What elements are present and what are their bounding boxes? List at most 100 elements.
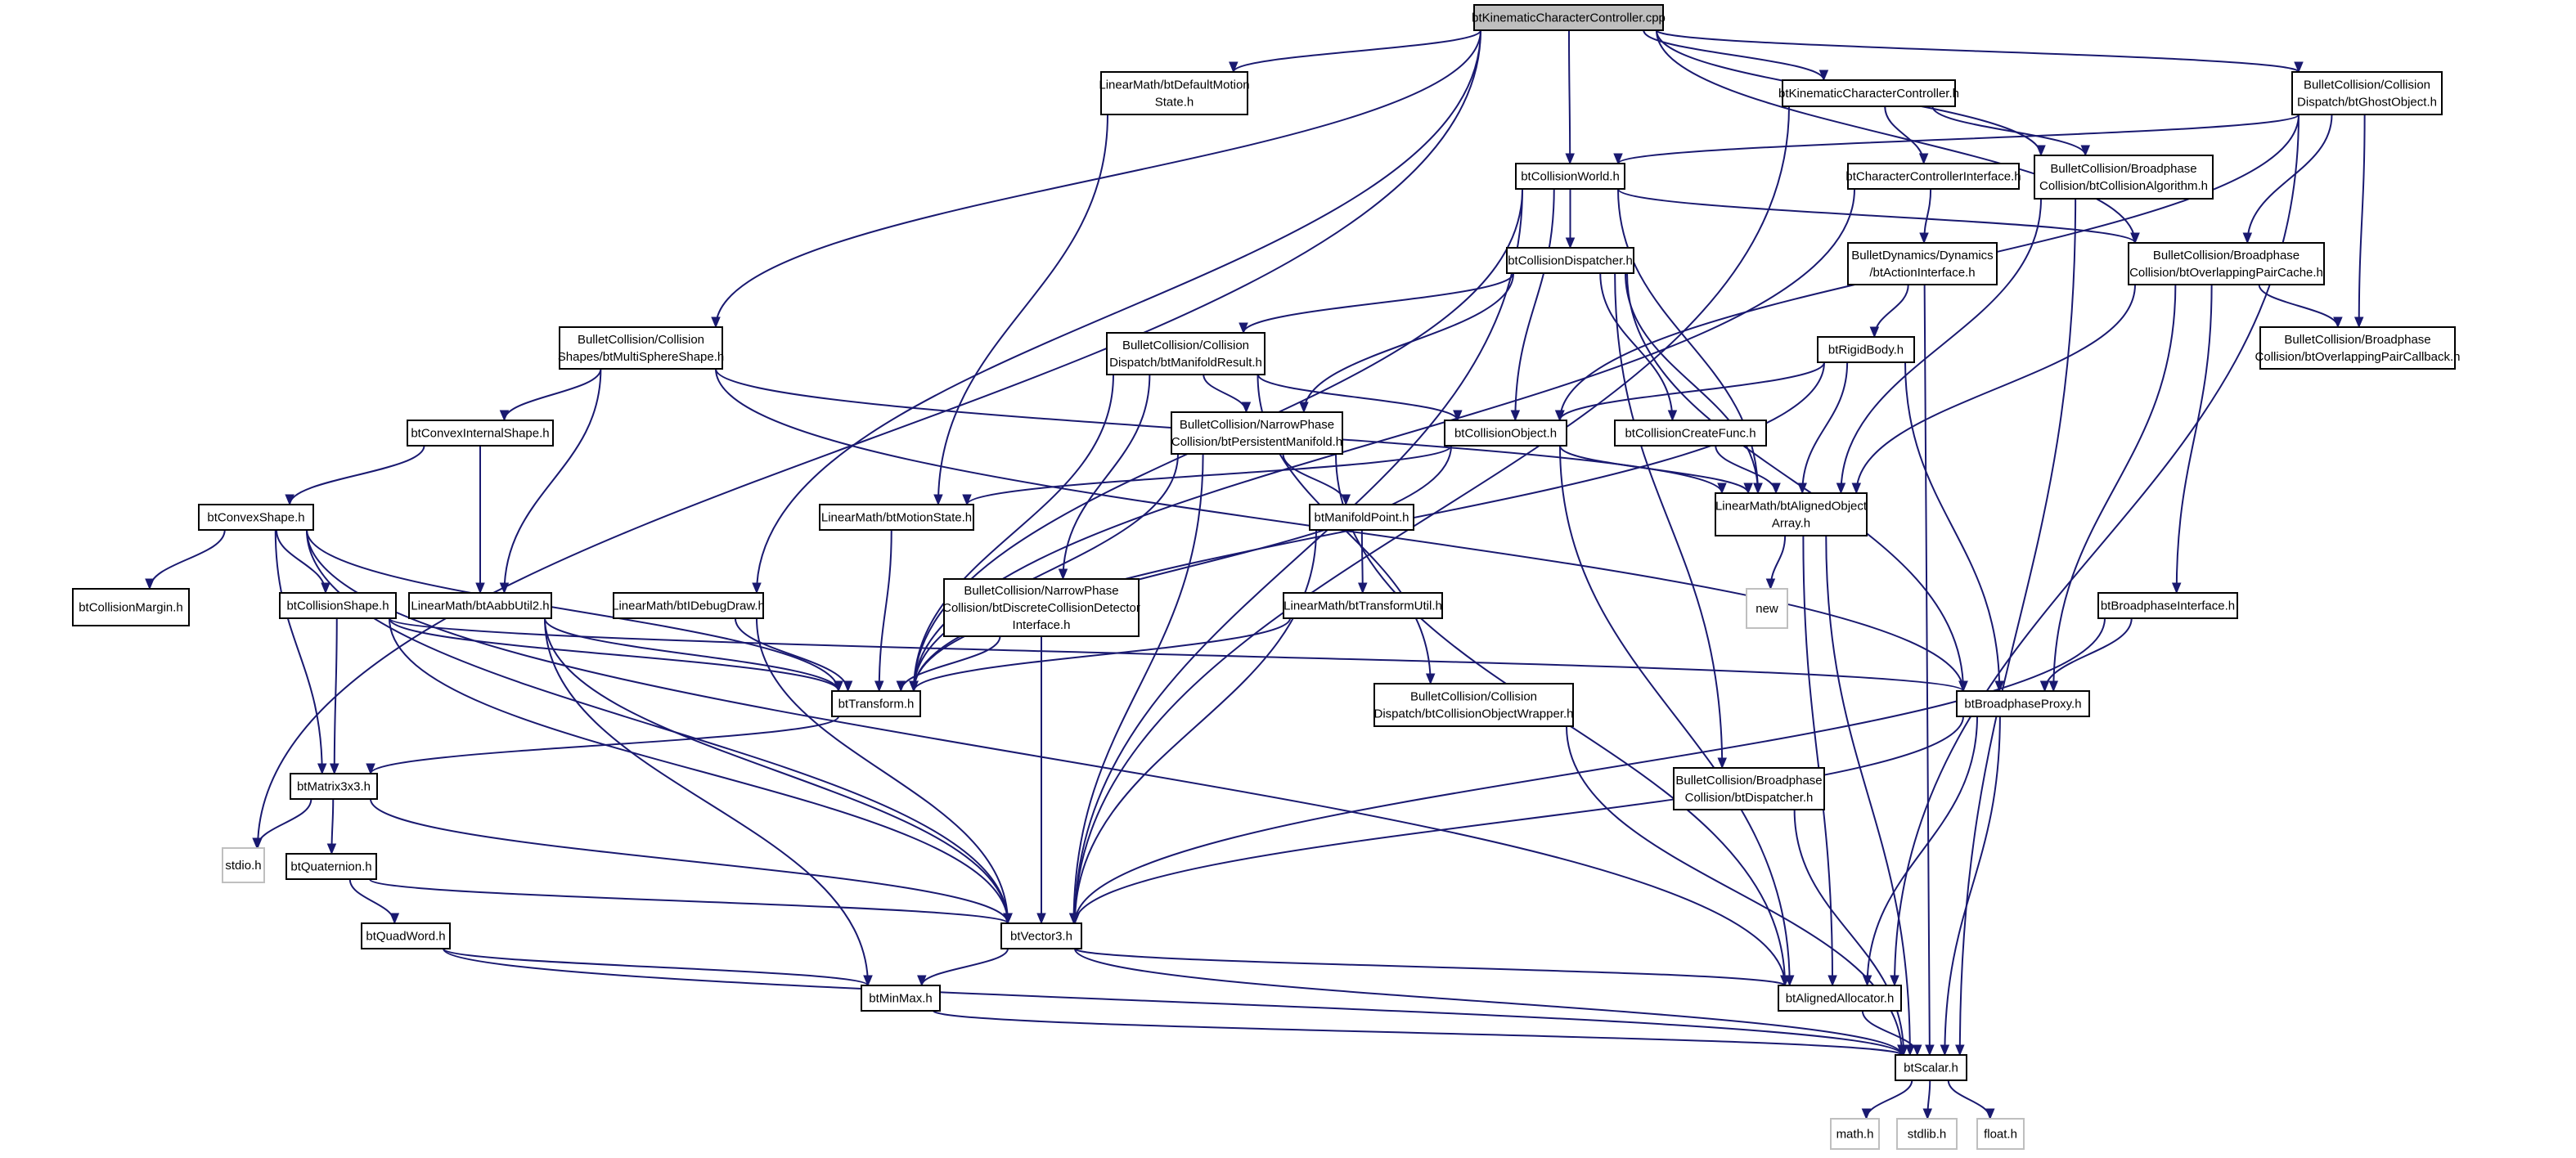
- node-label-colobj-line-0: btCollisionObject.h: [1454, 427, 1557, 441]
- node-manres[interactable]: BulletCollision/CollisionDispatch/btMani…: [1106, 332, 1266, 375]
- arrowhead-idebug-to-transform: [843, 680, 853, 693]
- node-colworld[interactable]: btCollisionWorld.h: [1515, 163, 1625, 190]
- node-idebug[interactable]: LinearMath/btIDebugDraw.h: [612, 592, 765, 619]
- node-box-stdio: [222, 847, 265, 883]
- arrowhead-motionstate-to-transform: [874, 680, 884, 693]
- arrowhead-ghost-to-opcb: [2353, 316, 2364, 329]
- node-rigid[interactable]: btRigidBody.h: [1817, 336, 1915, 363]
- edge-coldisp-to-persman: [1302, 272, 1514, 413]
- node-bpif[interactable]: btBroadphaseInterface.h: [2097, 592, 2238, 619]
- edge-coldisp-to-manres: [1243, 272, 1514, 334]
- arrowhead-defmotion-to-motionstate: [933, 494, 943, 506]
- node-bpproxy[interactable]: btBroadphaseProxy.h: [1956, 690, 2090, 717]
- node-actionif[interactable]: BulletDynamics/Dynamics/btActionInterfac…: [1847, 242, 1998, 285]
- node-opc[interactable]: BulletCollision/BroadphaseCollision/btOv…: [2128, 242, 2325, 285]
- arrowhead-opc-to-bpproxy: [2048, 680, 2059, 693]
- node-manpoint[interactable]: btManifoldPoint.h: [1309, 504, 1414, 531]
- edge-dispatcher-to-scalar: [1793, 809, 1905, 1056]
- node-aabb[interactable]: LinearMath/btAabbUtil2.h: [408, 592, 552, 619]
- edge-scalar-to-float: [1947, 1079, 1991, 1120]
- arrowhead-manpoint-to-transutil: [1358, 582, 1368, 595]
- edge-colworld-to-vector3: [1074, 188, 1523, 924]
- node-opcb[interactable]: BulletCollision/BroadphaseCollision/btOv…: [2255, 326, 2461, 370]
- node-minmax[interactable]: btMinMax.h: [861, 985, 941, 1012]
- node-kinh[interactable]: btKinematicCharacterController.h: [1778, 79, 1959, 107]
- node-math[interactable]: math.h: [1830, 1118, 1880, 1150]
- node-label-bpproxy-line-0: btBroadphaseProxy.h: [1964, 698, 2081, 711]
- node-transform[interactable]: btTransform.h: [831, 690, 921, 717]
- edge-idebug-to-vector3: [756, 617, 1009, 924]
- node-colwrap[interactable]: BulletCollision/CollisionDispatch/btColl…: [1373, 683, 1574, 727]
- arrowhead-colcreate-to-aligned: [1771, 482, 1781, 495]
- node-transutil[interactable]: LinearMath/btTransformUtil.h: [1283, 592, 1443, 619]
- node-box-vector3: [1000, 922, 1082, 949]
- node-label-discrete-line-2: Interface.h: [1013, 618, 1071, 632]
- edge-convshape-to-transform: [306, 529, 839, 692]
- node-persman[interactable]: BulletCollision/NarrowPhaseCollision/btP…: [1171, 411, 1343, 455]
- node-ghost[interactable]: BulletCollision/CollisionDispatch/btGhos…: [2291, 71, 2443, 115]
- node-float[interactable]: float.h: [1976, 1118, 2025, 1150]
- node-stdlib[interactable]: stdlib.h: [1896, 1118, 1958, 1150]
- edge-opc-to-bpif: [2175, 284, 2213, 594]
- node-root[interactable]: btKinematicCharacterController.cpp: [1472, 4, 1666, 31]
- arrowhead-colworld-to-coldisp: [1565, 237, 1576, 249]
- arrowhead-bpproxy-to-alloc: [1862, 975, 1872, 987]
- node-label-margin-line-0: btCollisionMargin.h: [79, 601, 183, 615]
- node-box-manres: [1106, 332, 1266, 375]
- node-box-motionstate: [819, 504, 974, 531]
- node-label-colcreate-line-0: btCollisionCreateFunc.h: [1625, 427, 1756, 441]
- arrowhead-aligned-to-new: [1765, 578, 1776, 590]
- node-charif[interactable]: btCharacterControllerInterface.h: [1845, 163, 2021, 190]
- edge-colworld-to-colobj: [1514, 188, 1555, 421]
- node-label-scalar-line-0: btScalar.h: [1904, 1062, 1958, 1075]
- node-label-motionstate-line-0: LinearMath/btMotionState.h: [821, 511, 972, 525]
- node-label-math-line-0: math.h: [1836, 1128, 1874, 1142]
- arrowhead-aligned-to-scalar: [1905, 1044, 1915, 1057]
- node-label-colalg-line-1: Collision/btCollisionAlgorithm.h: [2039, 179, 2208, 193]
- arrowhead-coldisp-to-persman: [1299, 402, 1309, 414]
- node-label-transutil-line-0: LinearMath/btTransformUtil.h: [1284, 599, 1442, 613]
- edge-opc-to-opcb: [2258, 284, 2339, 328]
- node-label-convshape-line-0: btConvexShape.h: [207, 511, 304, 525]
- node-box-new: [1746, 588, 1788, 629]
- node-colobj[interactable]: btCollisionObject.h: [1444, 420, 1567, 447]
- node-box-margin: [72, 588, 190, 626]
- edge-vector3-to-minmax: [920, 948, 1009, 986]
- node-colshape[interactable]: btCollisionShape.h: [279, 592, 397, 619]
- node-box-transutil: [1283, 592, 1443, 619]
- node-box-defmotion: [1100, 71, 1248, 115]
- node-coldisp[interactable]: btCollisionDispatcher.h: [1506, 247, 1634, 274]
- node-colcreate[interactable]: btCollisionCreateFunc.h: [1614, 420, 1767, 447]
- edge-convshape-to-margin: [148, 529, 226, 590]
- edge-quadword-to-scalar: [443, 948, 1903, 1056]
- edge-vector3-to-alloc: [1074, 948, 1786, 986]
- node-stdio[interactable]: stdio.h: [222, 847, 265, 883]
- node-label-actionif-line-0: BulletDynamics/Dynamics: [1851, 249, 1993, 263]
- node-label-charif-line-0: btCharacterControllerInterface.h: [1845, 170, 2021, 184]
- node-motionstate[interactable]: LinearMath/btMotionState.h: [819, 504, 974, 531]
- node-box-colobj: [1444, 420, 1567, 447]
- node-label-dispatcher-line-1: Collision/btDispatcher.h: [1685, 791, 1814, 805]
- node-colalg[interactable]: BulletCollision/BroadphaseCollision/btCo…: [2034, 155, 2214, 200]
- node-vector3[interactable]: btVector3.h: [1000, 922, 1082, 949]
- node-matrix[interactable]: btMatrix3x3.h: [290, 773, 378, 800]
- node-scalar[interactable]: btScalar.h: [1895, 1054, 1967, 1081]
- node-new[interactable]: new: [1746, 588, 1788, 629]
- node-convshape[interactable]: btConvexShape.h: [198, 504, 314, 531]
- edge-colshape-to-vector3: [389, 617, 1009, 924]
- node-box-discrete: [943, 578, 1140, 637]
- nodes-layer: btKinematicCharacterController.cppLinear…: [72, 4, 2461, 1150]
- node-dispatcher[interactable]: BulletCollision/BroadphaseCollision/btDi…: [1673, 767, 1825, 810]
- node-quadword[interactable]: btQuadWord.h: [361, 922, 451, 949]
- arrowhead-quat-to-vector3: [1003, 913, 1013, 925]
- node-margin[interactable]: btCollisionMargin.h: [72, 588, 190, 626]
- node-alloc[interactable]: btAlignedAllocator.h: [1778, 985, 1902, 1012]
- node-quat[interactable]: btQuaternion.h: [285, 853, 377, 880]
- edge-transform-to-matrix: [370, 716, 839, 774]
- node-multisphere[interactable]: BulletCollision/CollisionShapes/btMultiS…: [558, 326, 724, 370]
- node-label-defmotion-line-1: State.h: [1155, 96, 1194, 110]
- node-convint[interactable]: btConvexInternalShape.h: [407, 420, 554, 447]
- node-discrete[interactable]: BulletCollision/NarrowPhaseCollision/btD…: [942, 578, 1140, 637]
